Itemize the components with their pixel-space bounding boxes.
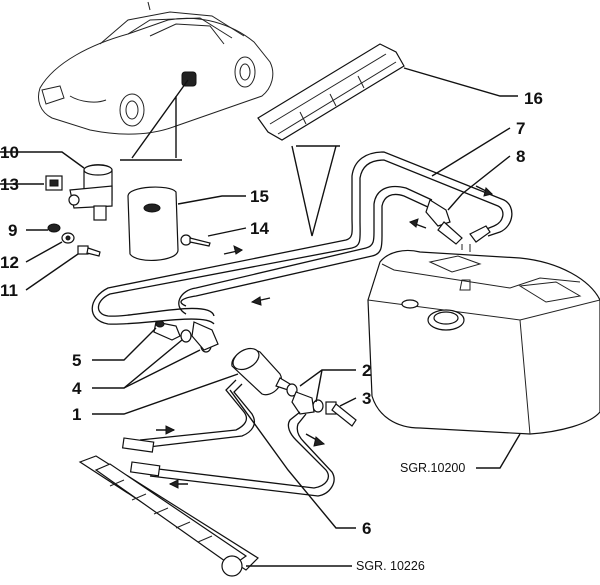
callout-16: 16 xyxy=(524,89,543,108)
washer-part-2 xyxy=(286,383,324,413)
sensor-part-10 xyxy=(68,164,113,221)
callout-7: 7 xyxy=(516,119,525,138)
callout-1: 1 xyxy=(72,405,81,424)
flow-arrows xyxy=(156,185,493,489)
fuel-rail-lines xyxy=(139,379,335,497)
callout-5: 5 xyxy=(72,351,81,370)
car-illustration xyxy=(38,1,274,135)
connector-part-8 xyxy=(425,199,491,245)
callout-11: 11 xyxy=(0,281,18,300)
car-pointer-line xyxy=(120,79,189,161)
callout-9: 9 xyxy=(8,221,17,240)
callout-12: 12 xyxy=(0,253,19,272)
fuel-return-line xyxy=(178,185,433,315)
washer-part-12 xyxy=(61,232,75,244)
callout-4: 4 xyxy=(72,379,82,398)
screw-part-14 xyxy=(180,234,211,247)
callout-labels: 16 7 8 10 13 9 12 11 15 14 5 4 1 2 3 6 S… xyxy=(0,89,543,573)
reference-rail: SGR. 10226 xyxy=(356,559,425,573)
callout-8: 8 xyxy=(516,147,525,166)
banjo-fitting-2 xyxy=(291,391,315,415)
callout-14: 14 xyxy=(250,219,269,238)
fuel-filter-part-1 xyxy=(231,347,291,396)
washer-part-9 xyxy=(47,223,61,233)
callout-6: 6 xyxy=(362,519,371,538)
clip-part-13 xyxy=(45,175,63,191)
callout-10: 10 xyxy=(0,143,19,162)
fuel-rail xyxy=(78,437,259,577)
callout-13: 13 xyxy=(0,175,19,194)
reference-tank: SGR.10200 xyxy=(400,461,465,475)
banjo-fitting xyxy=(191,321,219,351)
fuel-tank xyxy=(367,244,600,435)
bolt-part-11 xyxy=(77,245,101,257)
connector-part-5 xyxy=(153,320,181,341)
cover-part-15 xyxy=(127,186,179,261)
bolt-part-3 xyxy=(325,401,357,427)
bracket-part-16 xyxy=(257,43,405,141)
callout-2: 2 xyxy=(362,361,371,380)
fuel-delivery-line xyxy=(91,151,513,325)
callout-15: 15 xyxy=(250,187,269,206)
callout-3: 3 xyxy=(362,389,371,408)
